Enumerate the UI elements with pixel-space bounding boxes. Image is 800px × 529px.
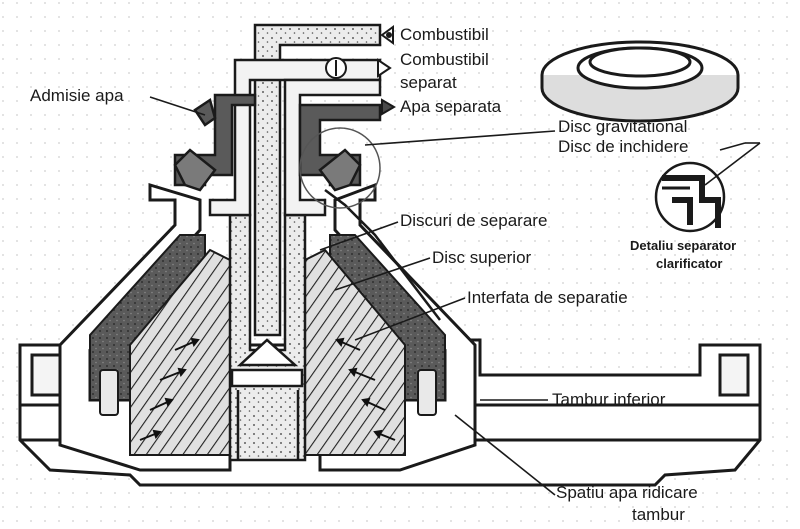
disc-ring-drawing — [540, 40, 740, 123]
label-spatiu-apa-1: Spatiu apa ridicare — [556, 483, 698, 502]
label-disc-superior: Disc superior — [432, 248, 532, 267]
label-disc-gravitational: Disc gravitational — [558, 117, 688, 136]
label-disc-inchidere: Disc de inchidere — [558, 137, 689, 156]
triangle-out-icon — [377, 58, 392, 78]
triangle-in-icon — [380, 25, 394, 45]
label-apa-separata: Apa separata — [400, 97, 502, 116]
clarifier-detail — [654, 161, 726, 233]
gravity-disc — [173, 148, 441, 321]
label-interfata-separatie: Interfata de separatie — [467, 288, 628, 307]
gravity-detail-circle — [299, 127, 381, 209]
label-spatiu-apa-2: tambur — [632, 505, 685, 524]
water-slots — [99, 369, 437, 416]
label-admisie-apa: Admisie apa — [30, 86, 124, 105]
leader-lines — [149, 96, 761, 496]
label-combustibil-separat-2: separat — [400, 73, 457, 92]
label-combustibil: Combustibil — [400, 25, 489, 44]
triangle-filled-icon — [381, 98, 396, 116]
gauge-icon — [325, 57, 347, 79]
flow-arrows — [139, 337, 396, 441]
label-tambur-inferior: Tambur inferior — [552, 390, 666, 409]
label-combustibil-separat-1: Combustibil — [400, 50, 489, 69]
feed-pipe — [253, 23, 382, 337]
label-detaliu-2: clarificator — [656, 256, 723, 271]
label-discuri-separare: Discuri de separare — [400, 211, 548, 230]
label-detaliu-1: Detaliu separator — [630, 238, 737, 253]
